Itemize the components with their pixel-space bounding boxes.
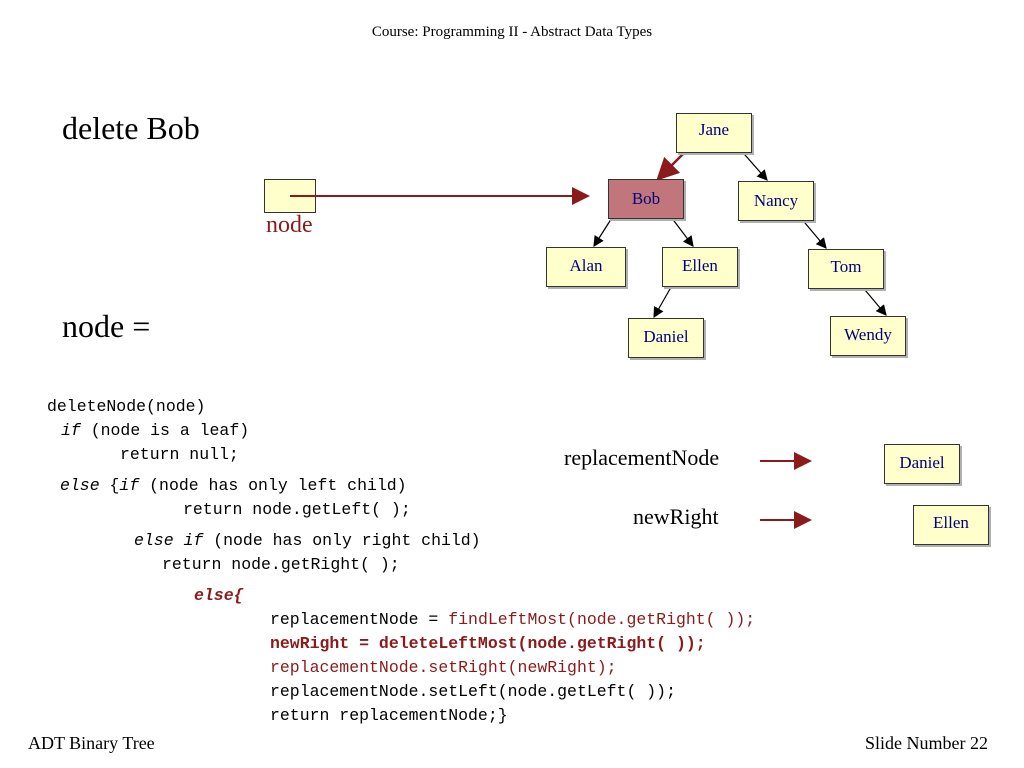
code-keyword: if: [183, 531, 204, 550]
code-text: (node has only left child): [139, 476, 407, 495]
tree-node-label: Nancy: [753, 191, 799, 210]
code-line-2: if (node is a leaf): [61, 419, 249, 443]
code-keyword: else: [60, 476, 100, 495]
code-line-8: else{: [194, 586, 244, 605]
tree-node-label: Ellen: [682, 256, 718, 275]
replacement-node-box: Daniel: [884, 444, 960, 484]
code-line-7: return node.getRight( );: [162, 555, 400, 574]
tree-node-alan: Alan: [546, 247, 626, 287]
code-line-13: return replacementNode;}: [270, 706, 508, 725]
tree-node-tom: Tom: [808, 249, 884, 289]
code-line-6: else if (node has only right child): [134, 529, 481, 553]
code-text-highlight: findLeftMost(node.getRight( ));: [448, 610, 756, 629]
slide-title: delete Bob: [62, 110, 200, 146]
tree-node-label: Alan: [569, 256, 603, 275]
edge-tom-wendy: [859, 283, 887, 316]
code-line-4: else {if (node has only left child): [60, 474, 407, 498]
new-right-label: newRight: [633, 504, 719, 529]
node-variable-label: node: [266, 212, 313, 238]
edge-ellen-daniel: [653, 281, 675, 319]
code-text: (node has only right child): [203, 531, 481, 550]
code-text: (node is a leaf): [80, 421, 250, 440]
code-text: {: [99, 476, 120, 495]
replacement-node-label: replacementNode: [564, 445, 720, 470]
code-line-9: replacementNode = findLeftMost(node.getR…: [270, 608, 755, 632]
edge-nancy-tom: [799, 216, 827, 249]
code-line-10: newRight = deleteLeftMost(node.getRight(…: [270, 634, 706, 653]
code-line-5: return node.getLeft( );: [183, 500, 411, 519]
tree-node-ellen: Ellen: [662, 247, 738, 287]
tree-node-bob: Bob: [608, 179, 684, 219]
code-line-11: replacementNode.setRight(newRight);: [270, 658, 617, 677]
code-text: replacementNode =: [270, 610, 449, 629]
code-line-3: return null;: [120, 445, 239, 464]
code-keyword: else: [134, 531, 174, 550]
new-right-value: Ellen: [933, 513, 969, 532]
tree-node-label: Jane: [698, 120, 730, 139]
code-line-1: deleteNode(node): [47, 397, 206, 416]
tree-node-label: Bob: [631, 189, 661, 208]
tree-node-label: Wendy: [844, 325, 892, 344]
tree-node-jane: Jane: [676, 113, 752, 153]
tree-node-daniel: Daniel: [628, 318, 704, 358]
footer-right: Slide Number 22: [865, 733, 988, 753]
replacement-node-value: Daniel: [899, 453, 945, 472]
tree-node-nancy: Nancy: [738, 181, 814, 221]
footer-left: ADT Binary Tree: [28, 733, 155, 753]
tree-node-wendy: Wendy: [830, 316, 906, 356]
tree-node-label: Daniel: [643, 327, 689, 346]
node-assignment-label: node =: [62, 308, 151, 344]
new-right-box: Ellen: [913, 505, 989, 545]
course-header: Course: Programming II - Abstract Data T…: [371, 24, 653, 40]
code-keyword: if: [119, 476, 140, 495]
tree-node-label: Tom: [830, 257, 862, 276]
code-line-12: replacementNode.setLeft(node.getLeft( ))…: [270, 682, 676, 701]
code-keyword: if: [61, 421, 81, 440]
